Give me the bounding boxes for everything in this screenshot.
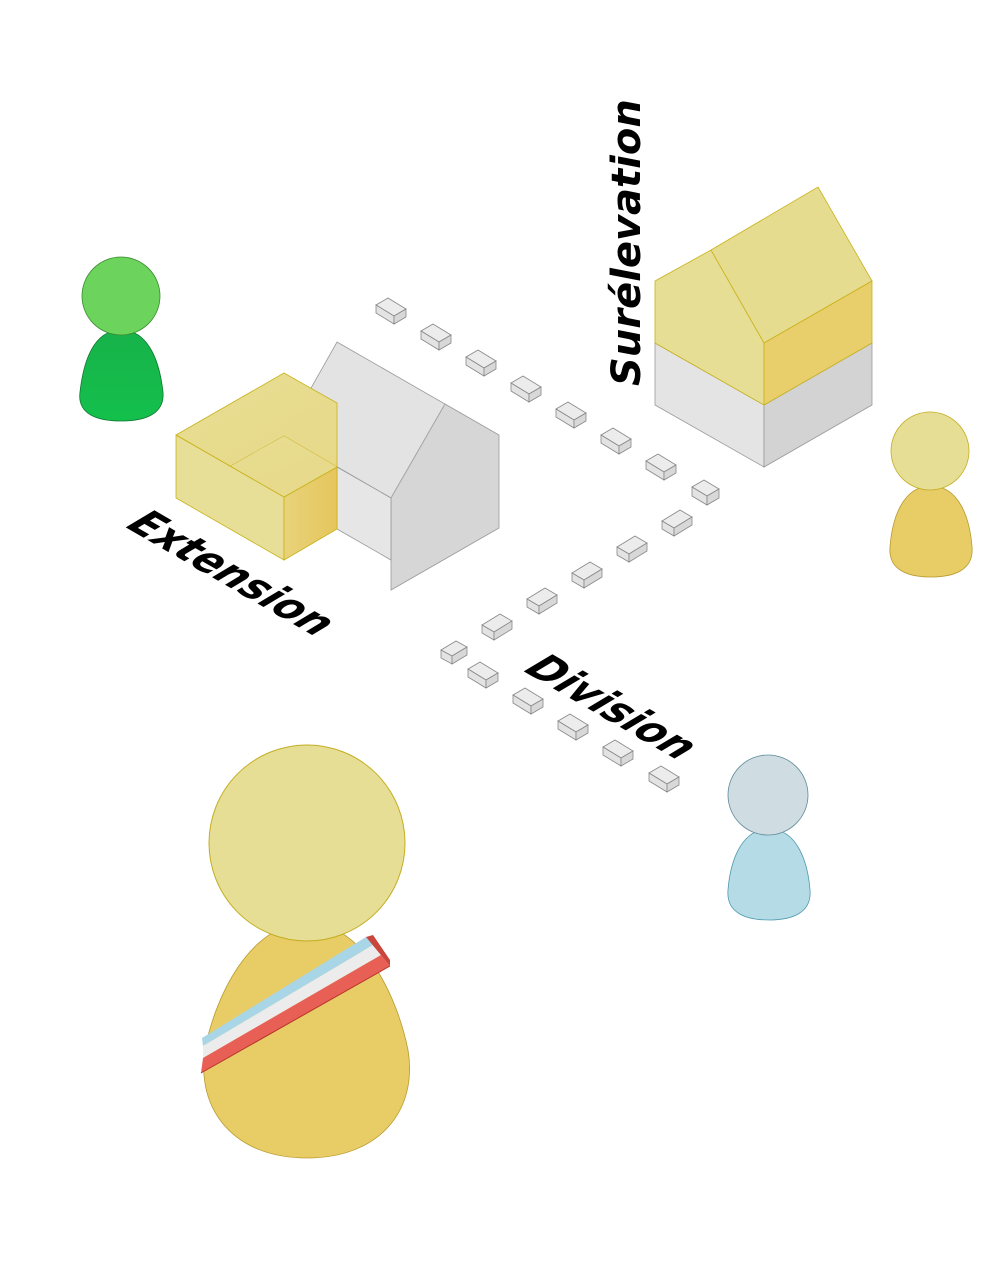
boundary-corner-block bbox=[440, 640, 468, 665]
boundary-block bbox=[571, 561, 603, 589]
boundary-block bbox=[661, 509, 693, 537]
boundary-block bbox=[467, 661, 499, 689]
surelevation-house bbox=[654, 186, 873, 468]
boundary-block bbox=[616, 535, 648, 563]
person-head bbox=[81, 256, 161, 336]
boundary-block bbox=[420, 323, 452, 351]
person-body bbox=[79, 329, 164, 422]
boundary-block bbox=[375, 297, 407, 325]
person-head bbox=[208, 744, 406, 942]
raised-side-wall bbox=[763, 280, 873, 406]
person-head bbox=[890, 411, 970, 491]
boundary-block bbox=[600, 427, 632, 455]
boundary-block bbox=[557, 713, 589, 741]
boundary-block bbox=[481, 613, 513, 641]
boundary-block bbox=[526, 587, 558, 615]
boundary-block bbox=[645, 453, 677, 481]
person-body bbox=[889, 485, 973, 578]
yellow-person bbox=[889, 411, 973, 578]
boundary-block bbox=[555, 401, 587, 429]
boundary-corner-block bbox=[691, 479, 720, 506]
person-body bbox=[727, 828, 811, 921]
person-head bbox=[727, 754, 809, 836]
boundary-block bbox=[510, 375, 542, 403]
boundary-block bbox=[512, 687, 544, 715]
mayor-person bbox=[200, 744, 410, 1159]
tricolor-sash bbox=[200, 935, 391, 1074]
dashed-boundary bbox=[375, 297, 720, 793]
extension-block bbox=[175, 372, 338, 561]
extension-house bbox=[175, 341, 500, 591]
blue-person bbox=[727, 754, 811, 921]
boundary-block bbox=[465, 349, 497, 377]
green-person bbox=[79, 256, 164, 422]
boundary-block bbox=[648, 765, 680, 793]
boundary-block bbox=[602, 739, 634, 767]
label-surelevation: Surélevation bbox=[604, 99, 650, 386]
